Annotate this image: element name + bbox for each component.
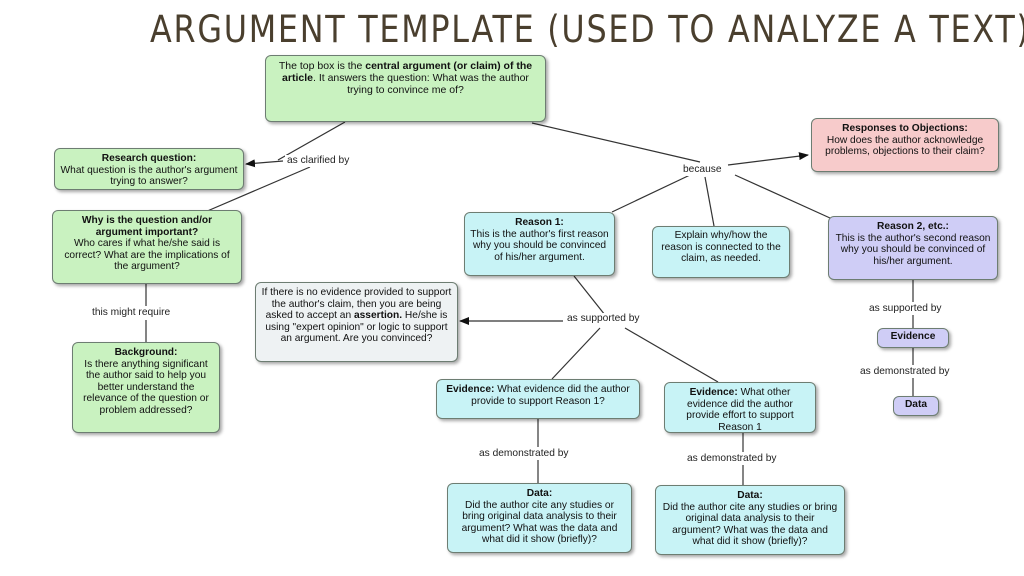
link-because-to-explain xyxy=(704,176,715,227)
link-because-to-reason1 xyxy=(611,174,691,213)
evidence1-node: Evidence: What evidence did the author p… xyxy=(436,379,640,419)
research-question-node: Research question: What question is the … xyxy=(54,148,244,190)
link-label-demonstrated-3: as demonstrated by xyxy=(858,366,952,378)
background-node: Background: Is there anything significan… xyxy=(72,342,220,433)
link-label-because: because xyxy=(681,164,724,176)
link-label-clarified: as clarified by xyxy=(285,155,352,167)
evidence2-node: Evidence: What other evidence did the au… xyxy=(664,382,816,433)
link-label-supported-2: as supported by xyxy=(867,303,944,315)
explain-connection-node: Explain why/how the reason is connected … xyxy=(652,226,790,278)
data2-node: Data: Did the author cite any studies or… xyxy=(655,485,845,555)
link-top-to-because xyxy=(531,122,701,163)
reason1-node: Reason 1: This is the author's first rea… xyxy=(464,212,615,276)
link-clarified-to-research xyxy=(245,159,284,168)
link-label-demonstrated-2: as demonstrated by xyxy=(685,453,779,465)
link-label-supported-1: as supported by xyxy=(565,313,642,325)
link-top-to-clarified xyxy=(277,121,346,161)
data3-node: Data xyxy=(893,396,939,416)
link-supported-to-evidence1 xyxy=(551,327,601,380)
link-supported-to-evidence2 xyxy=(624,327,719,383)
link-because-to-objections xyxy=(727,152,809,166)
link-label-might-require: this might require xyxy=(90,307,173,319)
link-clarified-to-important xyxy=(204,166,311,213)
assertion-node: If there is no evidence provided to supp… xyxy=(255,282,458,362)
link-label-demonstrated-1: as demonstrated by xyxy=(477,448,571,460)
link-because-to-reason2 xyxy=(734,174,831,219)
central-claim-node: The top box is the central argument (or … xyxy=(265,55,546,122)
evidence3-node: Evidence xyxy=(877,328,949,348)
objections-node: Responses to Objections: How does the au… xyxy=(811,118,999,172)
reason2-node: Reason 2, etc.: This is the author's sec… xyxy=(828,216,998,280)
data1-node: Data: Did the author cite any studies or… xyxy=(447,483,632,553)
importance-node: Why is the question and/or argument impo… xyxy=(52,210,242,284)
link-reason1-to-supported xyxy=(573,275,606,316)
